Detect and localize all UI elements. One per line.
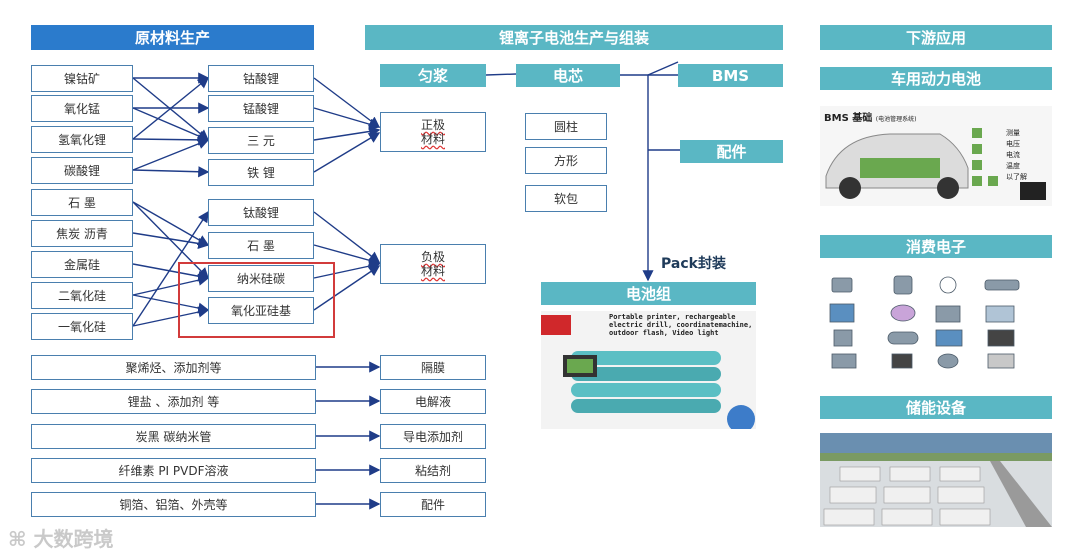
storage-facility-graphic [820, 433, 1052, 527]
header-pack: 电池组 [541, 282, 756, 305]
material-output-item: 粘结剂 [380, 458, 486, 483]
raw-left-item: 碳酸锂 [31, 157, 133, 184]
cell-type-item: 圆柱 [525, 113, 607, 140]
ev-car-graphic [825, 128, 1046, 200]
ev-image-subtitle: (电池管理系统) [875, 116, 917, 123]
raw-mid-item: 钴酸锂 [208, 65, 314, 92]
pack-text-line: outdoor flash, Video light [609, 329, 719, 337]
pack-label: Pack封装 [661, 256, 726, 272]
material-input-item: 锂盐 、添加剂 等 [31, 389, 316, 414]
ev-bms-image: BMS 基础 (电池管理系统) 测量 电压 电流 温度 以了解 [820, 106, 1052, 206]
positive-electrode-line2: 材料 [420, 132, 445, 146]
raw-left-item: 氢氧化锂 [31, 126, 133, 153]
ev-label: 电压 [1006, 140, 1020, 148]
positive-electrode-box: 正极 材料 [380, 112, 486, 152]
raw-mid-item: 纳米硅碳 [208, 265, 314, 292]
header-slurry: 匀浆 [380, 64, 486, 87]
header-battery-production: 锂离子电池生产与组装 [365, 25, 783, 50]
ev-label: 以了解 [1006, 173, 1027, 181]
material-output-item: 配件 [380, 492, 486, 517]
ev-label: 测量 [1006, 129, 1020, 137]
ev-image-title: BMS 基础 [824, 113, 873, 124]
raw-left-item: 焦炭 沥青 [31, 220, 133, 247]
raw-mid-item: 铁 锂 [208, 159, 314, 186]
header-bms: BMS [678, 64, 783, 87]
raw-mid-item: 氧化亚硅基 [208, 297, 314, 324]
negative-electrode-line2: 材料 [420, 264, 445, 278]
material-output-item: 隔膜 [380, 355, 486, 380]
cell-type-item: 方形 [525, 147, 607, 174]
battery-cells-graphic [563, 351, 755, 429]
negative-electrode-line1: 负极 [420, 250, 445, 264]
raw-mid-item: 钛酸锂 [208, 199, 314, 226]
header-energy-storage: 储能设备 [820, 396, 1052, 419]
material-output-item: 电解液 [380, 389, 486, 414]
raw-mid-item: 石 墨 [208, 232, 314, 259]
material-input-item: 炭黑 碳纳米管 [31, 424, 316, 449]
raw-mid-item: 三 元 [208, 127, 314, 154]
negative-electrode-box: 负极 材料 [380, 244, 486, 284]
battery-pack-image: Portable printer, rechargeable electric … [541, 311, 756, 429]
raw-left-item: 二氧化硅 [31, 282, 133, 309]
raw-left-item: 氧化锰 [31, 95, 133, 122]
header-consumer-electronics: 消费电子 [820, 235, 1052, 258]
raw-mid-item: 锰酸锂 [208, 95, 314, 122]
ev-label: 温度 [1006, 162, 1020, 170]
header-cell: 电芯 [516, 64, 620, 87]
header-raw-materials: 原材料生产 [31, 25, 314, 50]
header-parts: 配件 [680, 140, 783, 163]
cell-type-item: 软包 [525, 185, 607, 212]
material-input-item: 纤维素 PI PVDF溶液 [31, 458, 316, 483]
watermark-icon: ⌘ [8, 527, 34, 551]
raw-left-item: 金属硅 [31, 251, 133, 278]
ev-label: 电流 [1006, 151, 1020, 159]
energy-storage-image [820, 433, 1052, 527]
watermark-logo: ⌘ 大数跨境 [8, 523, 114, 552]
material-output-item: 导电添加剂 [380, 424, 486, 449]
material-input-item: 铜箔、铝箔、外壳等 [31, 492, 316, 517]
pack-text-line: Portable printer, rechargeable [609, 313, 736, 321]
watermark-text: 大数跨境 [33, 527, 114, 551]
highlight-box [178, 262, 335, 338]
raw-left-item: 镍钴矿 [31, 65, 133, 92]
devices-icon-grid [829, 275, 1020, 369]
pack-text-line: electric drill, coordinatemachine, [609, 321, 753, 329]
positive-electrode-line1: 正极 [420, 118, 445, 132]
header-ev-battery: 车用动力电池 [820, 67, 1052, 90]
raw-left-item: 石 墨 [31, 189, 133, 216]
raw-left-item: 一氧化硅 [31, 313, 133, 340]
header-downstream: 下游应用 [820, 25, 1052, 50]
flag-icon [541, 315, 571, 335]
consumer-electronics-image [820, 268, 1052, 374]
material-input-item: 聚烯烃、添加剂等 [31, 355, 316, 380]
